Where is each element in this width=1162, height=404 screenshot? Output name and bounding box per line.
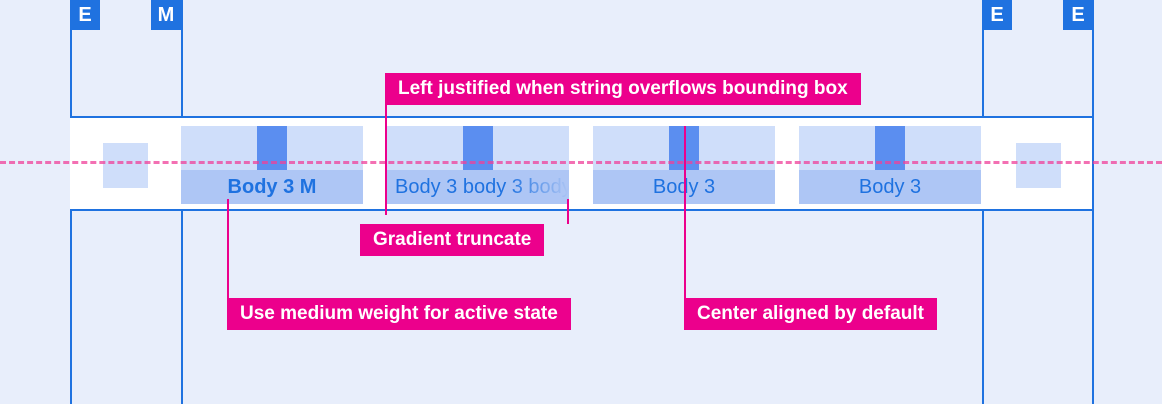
cell-label-text: Body 3 — [652, 176, 716, 198]
note-gradient-truncate-leader — [567, 199, 569, 224]
cell-overflow-left-justified[interactable]: Body 3 body 3 body 3 — [387, 126, 569, 208]
cell-label-slot: Body 3 — [799, 170, 981, 204]
cell-label-text: Body 3 — [858, 176, 922, 198]
note-center-aligned: Center aligned by default — [684, 298, 937, 330]
note-left-justified: Left justified when string overflows bou… — [385, 73, 861, 105]
baseline-guide — [0, 161, 1162, 164]
note-medium-weight-leader — [227, 199, 229, 298]
panel-endcap-0 — [103, 143, 148, 188]
cell-active-medium[interactable]: Body 3 M — [181, 126, 363, 208]
cell-label-slot: Body 3 M — [181, 170, 363, 204]
guide-line-3 — [1092, 0, 1094, 404]
cell-label-slot: Body 3 body 3 body 3 — [387, 170, 569, 204]
spacing-badge-e-3: E — [1063, 0, 1093, 30]
spacing-badge-m-1: M — [151, 0, 181, 30]
spacing-badge-e-2: E — [982, 0, 1012, 30]
panel-endcap-1 — [1016, 143, 1061, 188]
note-medium-weight: Use medium weight for active state — [227, 298, 571, 330]
cell-label-text: Body 3 M — [227, 176, 317, 198]
spacing-badge-e-0: E — [70, 0, 100, 30]
note-center-aligned-leader — [684, 126, 686, 298]
note-gradient-truncate: Gradient truncate — [360, 224, 545, 256]
cell-label-text: Body 3 body 3 body 3 — [395, 176, 569, 198]
cell-default-center-2[interactable]: Body 3 — [799, 126, 981, 208]
note-left-justified-leader — [385, 105, 387, 215]
